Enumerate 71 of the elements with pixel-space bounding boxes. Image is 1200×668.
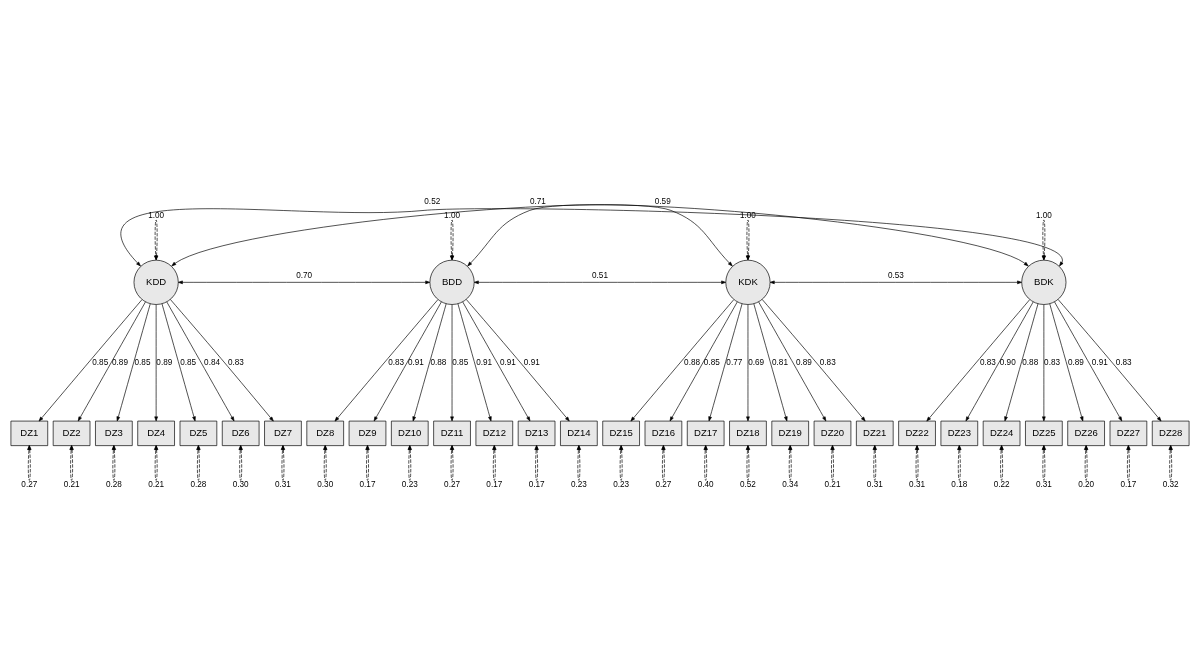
arrow	[753, 303, 788, 421]
arrow	[708, 303, 743, 421]
arrow	[492, 444, 497, 481]
arrow	[957, 444, 962, 481]
arrow	[746, 303, 750, 421]
arrow	[154, 444, 159, 481]
arrow	[77, 301, 146, 421]
node-box: DZ9	[348, 420, 387, 446]
node-box: DZ21	[856, 420, 894, 446]
arrow	[761, 298, 866, 421]
node-box: DZ20	[813, 420, 852, 446]
arrow	[473, 280, 726, 284]
arrow	[1054, 301, 1123, 421]
arrow	[630, 298, 734, 421]
arrow	[323, 444, 328, 481]
arrow	[373, 301, 442, 421]
node-box: DZ11	[433, 420, 471, 446]
arrow	[769, 280, 1022, 284]
node-box: DZ13	[517, 420, 556, 446]
arrow	[758, 301, 827, 421]
node-box: DZ16	[644, 420, 683, 446]
node-box: DZ18	[729, 420, 767, 446]
node-box: DZ17	[686, 420, 725, 446]
arrow	[166, 301, 235, 421]
node-box: DZ4	[137, 420, 175, 446]
arrow	[161, 303, 196, 421]
arrow	[462, 301, 531, 421]
arrow	[334, 298, 439, 421]
node-box: DZ26	[1067, 420, 1105, 446]
arrow	[465, 298, 570, 421]
arrow	[178, 280, 431, 284]
node-box: DZ28	[1151, 420, 1190, 446]
node-box: DZ22	[898, 420, 936, 446]
arrow	[170, 298, 274, 421]
node-box: DZ23	[940, 420, 979, 446]
node-box: DZ10	[391, 420, 429, 446]
arrow	[1049, 303, 1084, 421]
arrow	[38, 298, 143, 421]
arrow	[27, 444, 32, 481]
arrow	[154, 303, 158, 421]
node-box: DZ27	[1109, 420, 1148, 446]
arrow	[171, 204, 733, 266]
arrow	[116, 303, 151, 421]
node-box: DZ15	[602, 420, 640, 446]
node-box: DZ25	[1025, 420, 1063, 446]
node-box: DZ6	[221, 420, 260, 446]
node-box: DZ2	[52, 420, 91, 446]
node-box: DZ1	[10, 420, 49, 446]
arrow	[669, 301, 738, 421]
arrow	[619, 444, 624, 481]
arrow	[1042, 303, 1046, 421]
node-box: DZ24	[982, 420, 1021, 446]
arrow	[121, 207, 1064, 266]
node-box: DZ8	[306, 420, 344, 446]
arrow	[1084, 444, 1089, 481]
arrow	[926, 298, 1030, 421]
arrow	[154, 219, 159, 260]
arrow	[788, 444, 793, 481]
node-box: DZ19	[771, 420, 809, 446]
arrow	[467, 204, 1029, 266]
node-box: DZ14	[560, 420, 598, 446]
arrow	[457, 303, 492, 421]
arrow	[412, 303, 447, 421]
arrow	[965, 301, 1034, 421]
node-box: DZ12	[475, 420, 514, 446]
node-box: DZ3	[95, 420, 133, 446]
arrow	[1057, 298, 1162, 421]
arrow	[450, 303, 454, 421]
arrow	[1004, 303, 1039, 421]
node-box: DZ7	[264, 420, 302, 446]
node-box: DZ5	[179, 420, 218, 446]
